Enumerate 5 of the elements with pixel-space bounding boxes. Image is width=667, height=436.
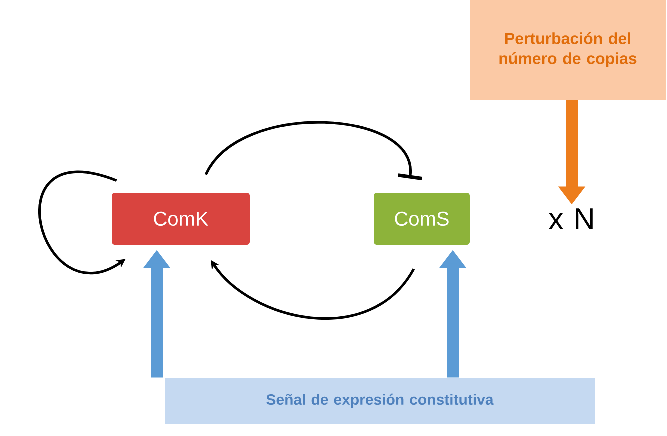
protein-box: ComK	[112, 193, 250, 245]
signal-box: Señal de expresión constitutiva	[165, 378, 595, 424]
perturbation-box: Perturbación del número de copias	[470, 0, 666, 100]
multiplier-text: x N	[549, 208, 593, 230]
protein-box: ComS	[374, 193, 470, 245]
